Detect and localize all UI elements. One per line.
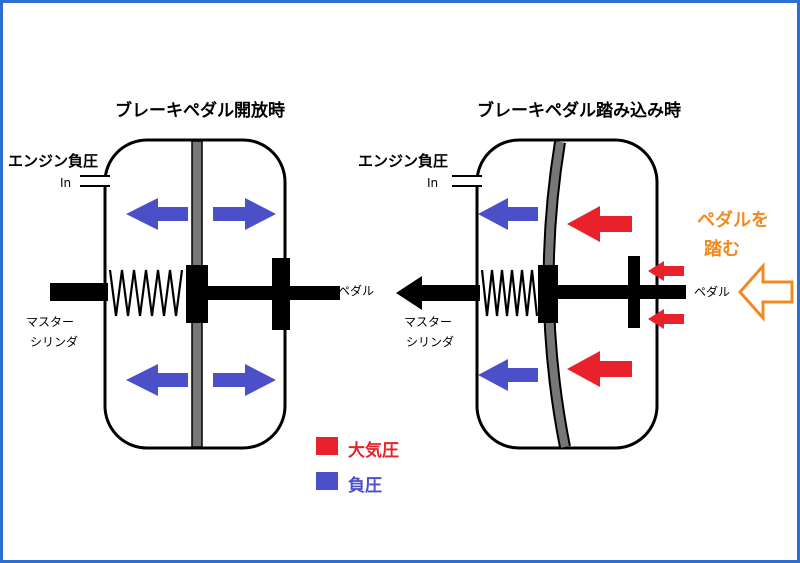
right-booster <box>396 138 794 450</box>
right-engine-label: エンジン負圧 <box>358 152 449 170</box>
left-in-label: In <box>60 176 72 190</box>
right-arrow-atm-2 <box>567 351 632 387</box>
left-inlet-gap <box>80 175 107 187</box>
left-center-plate <box>186 265 208 323</box>
left-inlet-tube <box>80 175 110 187</box>
right-in-label: In <box>427 176 439 190</box>
left-master-line1: マスター <box>26 315 75 329</box>
right-center-plate <box>538 265 558 323</box>
right-push-rod <box>556 285 686 299</box>
left-arrow-neg-2 <box>213 198 276 230</box>
right-master-line1: マスター <box>404 315 453 329</box>
left-master-line2: シリンダ <box>30 335 79 349</box>
left-output-rod <box>50 283 108 301</box>
press-pedal-arrow <box>737 262 794 322</box>
left-pedal-plate <box>272 258 290 330</box>
left-title: ブレーキペダル開放時 <box>115 101 285 121</box>
left-spring <box>108 268 186 317</box>
press-label-line1: ペダルを <box>697 210 769 231</box>
right-spring <box>480 268 539 317</box>
legend-atm-label: 大気圧 <box>348 441 399 461</box>
press-label-line2: 踏む <box>704 239 740 260</box>
right-output-arrowhead <box>396 276 422 310</box>
right-pedal-label: ペダル <box>694 285 731 299</box>
legend-atm-swatch <box>316 437 338 455</box>
right-pedal-plate <box>628 256 640 328</box>
right-arrow-atm-small-1 <box>648 261 684 281</box>
right-inlet-gap <box>452 175 479 187</box>
left-engine-label: エンジン負圧 <box>8 152 99 170</box>
right-output-rod <box>420 285 482 301</box>
left-arrow-neg-4 <box>213 364 276 396</box>
left-booster <box>50 138 340 450</box>
left-arrow-neg-3 <box>126 364 188 396</box>
right-arrow-neg-1 <box>478 198 538 230</box>
legend-neg-swatch <box>316 472 338 490</box>
left-arrow-neg-1 <box>126 198 188 230</box>
right-arrow-atm-1 <box>567 206 632 242</box>
left-pedal-label: ペダル <box>338 284 375 298</box>
right-inlet-tube <box>452 175 482 187</box>
legend-neg-label: 負圧 <box>348 476 382 496</box>
right-title: ブレーキペダル踏み込み時 <box>477 101 681 121</box>
right-master-line2: シリンダ <box>406 335 455 349</box>
right-arrow-neg-2 <box>478 359 538 391</box>
right-arrow-atm-small-2 <box>648 309 684 329</box>
left-push-rod <box>190 286 340 300</box>
